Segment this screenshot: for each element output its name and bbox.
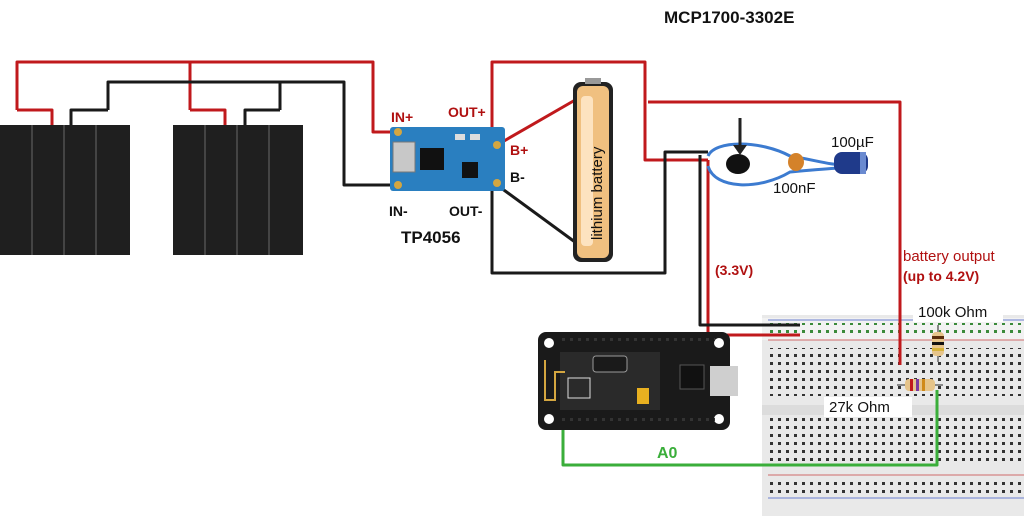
breadboard (762, 315, 1024, 516)
battery-output-label: battery output (903, 248, 996, 265)
voltage-33-label: (3.3V) (715, 262, 753, 278)
tp4056-module (390, 127, 505, 191)
capacitor-big-label: 100µF (831, 134, 874, 151)
resistor-100k (932, 325, 944, 362)
wire-green-a0 (561, 390, 939, 467)
lithium-battery (573, 78, 613, 262)
nodemcu-board (538, 332, 738, 430)
capacitor-big-icon (834, 152, 868, 174)
regulator-circuit (706, 118, 868, 187)
r2-label: 27k Ohm (829, 399, 890, 416)
resistor-27k (897, 379, 943, 391)
capacitor-small-label: 100nF (773, 180, 816, 197)
wires-black (69, 80, 800, 327)
out-minus-label: OUT- (449, 203, 483, 219)
a0-label: A0 (657, 445, 678, 462)
out-plus-label: OUT+ (448, 104, 486, 120)
battery-label: lithium battery (589, 146, 606, 240)
capacitor-small-icon (788, 153, 804, 171)
regulator-label: MCP1700-3302E (664, 8, 794, 27)
b-plus-label: B+ (510, 142, 528, 158)
b-minus-label: B- (510, 169, 525, 185)
solar-panel-right (173, 125, 303, 255)
tp4056-label: TP4056 (401, 228, 461, 247)
r1-label: 100k Ohm (918, 304, 987, 321)
in-minus-label: IN- (389, 203, 408, 219)
in-plus-label: IN+ (391, 109, 413, 125)
up-to-label: (up to 4.2V) (903, 268, 979, 284)
regulator-icon (726, 154, 750, 174)
solar-panel-left (0, 125, 130, 255)
